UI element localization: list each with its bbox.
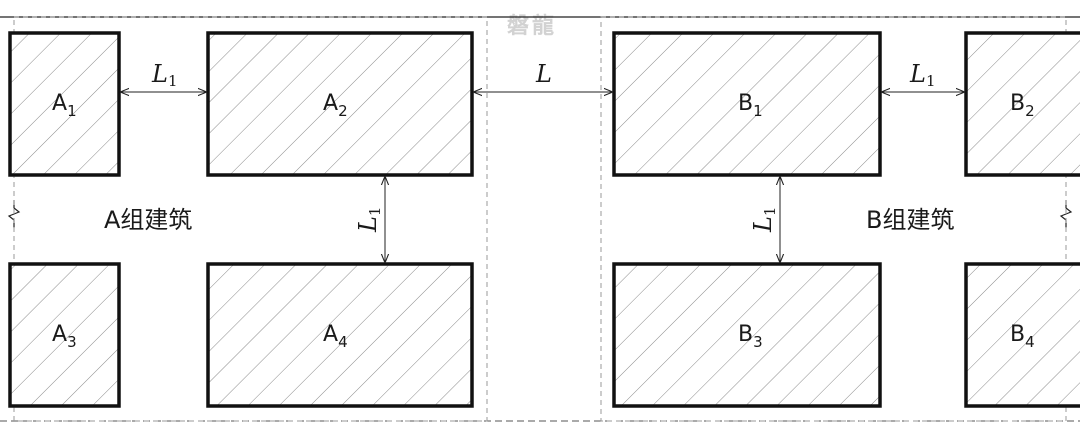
dimension-label-a2-a4: L1 [354, 207, 384, 233]
building-label-a4: A4 [323, 322, 348, 351]
building-label-b4: B4 [1010, 322, 1035, 351]
building-label-a2: A2 [323, 91, 348, 120]
dimension-label-b1-b3: L1 [749, 207, 779, 233]
group-b-label: B组建筑 [866, 206, 954, 234]
dimension-label-b1-b2: L1 [909, 60, 935, 90]
building-a1 [8, 31, 121, 177]
building-label-b1: B1 [738, 91, 763, 120]
building-b3 [612, 262, 882, 408]
building-a3 [8, 262, 121, 408]
building-label-b3: B3 [738, 322, 763, 351]
building-b1 [612, 31, 882, 177]
building-a4 [206, 262, 474, 408]
group-a-label: A组建筑 [104, 206, 192, 234]
building-b4 [964, 262, 1080, 408]
dimension-label-a2-b1: L [535, 60, 552, 88]
building-label-a3: A3 [52, 322, 77, 351]
building-b2 [964, 31, 1080, 177]
group-a-outline [13, 16, 488, 422]
building-a2 [206, 31, 474, 177]
building-label-a1: A1 [52, 91, 77, 120]
dimension-label-a1-a2: L1 [151, 60, 177, 90]
group-b-outline [600, 16, 1067, 422]
building-label-b2: B2 [1010, 91, 1035, 120]
